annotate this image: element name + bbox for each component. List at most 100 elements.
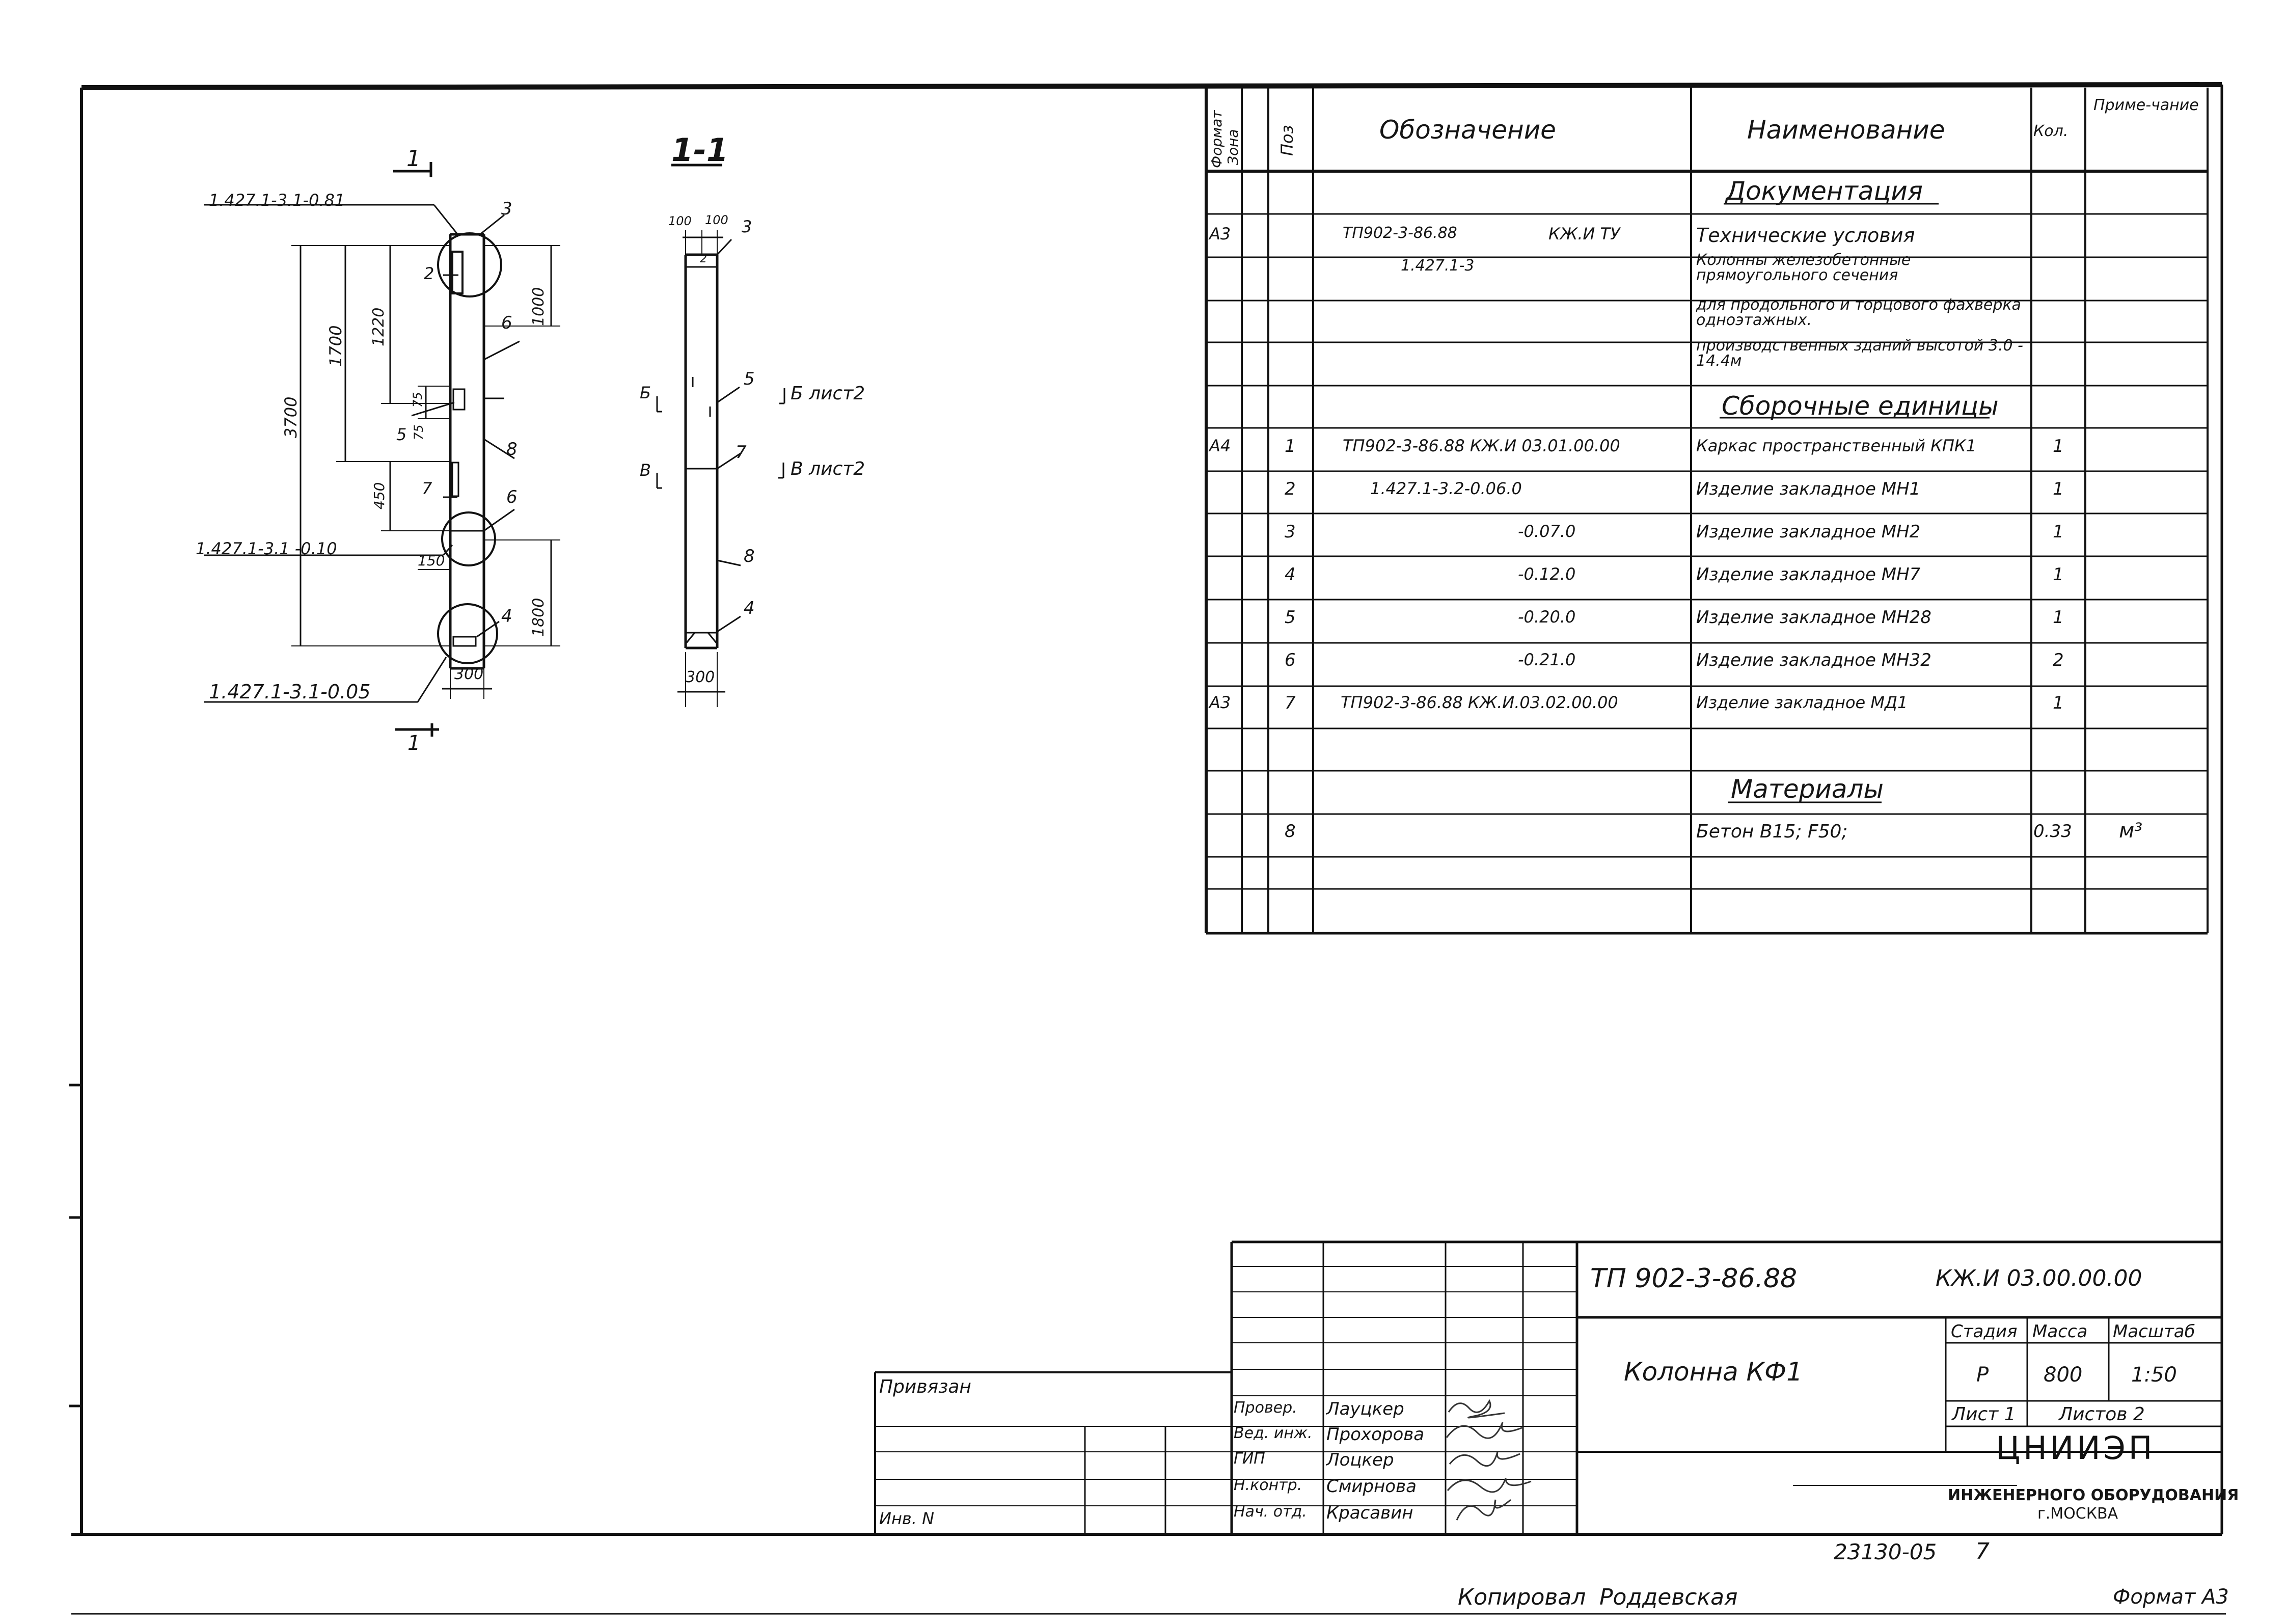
dim-1220: 1220 bbox=[370, 307, 388, 346]
dim-75b: 75 bbox=[412, 424, 426, 440]
section-marker-bottom: 1 bbox=[407, 732, 421, 755]
row-qty: 1 bbox=[2053, 479, 2064, 499]
hdr-designation: Обозначение bbox=[1379, 115, 1556, 145]
hdr-note: Приме-чание bbox=[2093, 96, 2199, 114]
tb-role: Провер. bbox=[1234, 1399, 1297, 1417]
row-designation: ТП902-3-86.88 bbox=[1343, 224, 1457, 242]
tb-person: Красавин bbox=[1326, 1503, 1413, 1523]
callout-005: 1.427.1-3.1-0.05 bbox=[209, 681, 371, 703]
row-qty: 0.33 bbox=[2033, 821, 2072, 842]
callout-081: 1.427.1-3.1-0.81 bbox=[209, 191, 345, 210]
row-name: Изделие закладное МН28 bbox=[1696, 607, 1931, 628]
hdr-pos: Поз bbox=[1277, 125, 1297, 156]
row-designation: 1.427.1-3 bbox=[1401, 257, 1475, 275]
frame-top-border bbox=[81, 82, 2222, 90]
row-designation: ТП902-3-86.88 КЖ.И.03.02.00.00 bbox=[1341, 693, 1618, 712]
dim-1000: 1000 bbox=[530, 287, 548, 326]
dim-450: 450 bbox=[371, 482, 388, 509]
row-designation: ТП902-3-86.88 КЖ.И 03.01.00.00 bbox=[1343, 436, 1620, 455]
page-number: 7 bbox=[1975, 1538, 1990, 1564]
spec-table-grid bbox=[1205, 88, 2209, 935]
tb-role: Вед. инж. bbox=[1234, 1424, 1313, 1442]
row-name: Изделие закладное МН7 bbox=[1696, 564, 1921, 585]
row-qty: 1 bbox=[2053, 693, 2064, 713]
section-docs: Документация bbox=[1726, 176, 1923, 206]
row-note: м³ bbox=[2119, 819, 2143, 843]
tb-person: Смирнова bbox=[1326, 1476, 1417, 1497]
row-format: А4 bbox=[1209, 436, 1231, 455]
title-block-grid bbox=[874, 1240, 2222, 1534]
row-format: А3 bbox=[1209, 224, 1231, 243]
mark-7: 7 bbox=[422, 479, 432, 498]
tb-person: Прохорова bbox=[1326, 1424, 1425, 1445]
dim-150: 150 bbox=[418, 552, 445, 569]
view-b-left: Б bbox=[640, 383, 651, 402]
org-name: ЦНИИЭП bbox=[1996, 1429, 2156, 1467]
row-pos: 8 bbox=[1285, 821, 1296, 842]
row-name: Изделие закладное МД1 bbox=[1696, 693, 1908, 712]
sec-dim-100a: 100 bbox=[668, 214, 692, 228]
row-format: А3 bbox=[1209, 693, 1231, 712]
dim-3700: 3700 bbox=[281, 396, 301, 438]
mark-6a: 6 bbox=[501, 313, 512, 333]
row-pos: 4 bbox=[1285, 564, 1296, 585]
row-qty: 1 bbox=[2053, 522, 2064, 542]
row-pos: 1 bbox=[1285, 436, 1296, 456]
row-pos: 2 bbox=[1285, 479, 1296, 499]
tb-person: Лауцкер bbox=[1326, 1399, 1404, 1419]
drawing-title: Колонна КФ1 bbox=[1624, 1357, 1803, 1387]
row-designation: -0.12.0 bbox=[1518, 564, 1576, 584]
mark-6b: 6 bbox=[506, 487, 518, 507]
stage-label: Стадия bbox=[1951, 1321, 2018, 1342]
sec-mark-5: 5 bbox=[744, 369, 755, 389]
row-name: Изделие закладное МН1 bbox=[1696, 479, 1921, 499]
row-pos: 7 bbox=[1285, 693, 1296, 713]
mark-8: 8 bbox=[506, 439, 518, 459]
row-name: для продольного и торцового фахверка одн… bbox=[1696, 296, 2021, 329]
row-name: Каркас пространственный КПК1 bbox=[1696, 436, 1976, 455]
row-qty: 1 bbox=[2053, 436, 2064, 456]
mark-3: 3 bbox=[501, 199, 512, 219]
sec-mark-8: 8 bbox=[744, 546, 755, 566]
sheets-label: Листов 2 bbox=[2059, 1404, 2145, 1425]
hdr-name: Наименование bbox=[1747, 115, 1945, 145]
row-designation-suffix: КЖ.И ТУ bbox=[1548, 224, 1620, 243]
row-name: Колонны железобетонные прямоугольного се… bbox=[1696, 251, 1911, 284]
copier-name: Роддевская bbox=[1599, 1584, 1738, 1610]
column-elevation bbox=[204, 162, 560, 737]
row-pos: 6 bbox=[1285, 650, 1296, 670]
doc-code-2: КЖ.И 03.00.00.00 bbox=[1936, 1265, 2142, 1291]
mark-4: 4 bbox=[501, 606, 512, 627]
hdr-qty: Кол. bbox=[2033, 122, 2069, 140]
row-designation: -0.20.0 bbox=[1518, 607, 1576, 627]
dim-300: 300 bbox=[454, 665, 484, 683]
tb-role: Н.контр. bbox=[1234, 1476, 1302, 1494]
mass-value: 800 bbox=[2044, 1363, 2083, 1387]
scale-label: Масштаб bbox=[2113, 1321, 2195, 1342]
section-title: 1-1 bbox=[671, 131, 729, 169]
tb-person: Лоцкер bbox=[1326, 1450, 1394, 1470]
row-name: Бетон В15; F50; bbox=[1696, 821, 1848, 842]
dim-1800: 1800 bbox=[530, 598, 548, 637]
dim-1700: 1700 bbox=[326, 325, 345, 367]
row-qty: 1 bbox=[2053, 607, 2064, 628]
row-pos: 5 bbox=[1285, 607, 1296, 628]
inv-label: Инв. N bbox=[879, 1509, 934, 1528]
row-name: производственных зданий высотой 3.0 - 14… bbox=[1696, 337, 2023, 370]
mass-label: Масса bbox=[2032, 1321, 2088, 1342]
row-qty: 1 bbox=[2053, 564, 2064, 585]
privyazan-label: Привязан bbox=[879, 1376, 971, 1397]
row-designation: 1.427.1-3.2-0.06.0 bbox=[1370, 479, 1522, 498]
scale-value: 1:50 bbox=[2131, 1363, 2177, 1387]
section-1-1 bbox=[656, 164, 785, 707]
archive-number: 23130-05 bbox=[1834, 1539, 1937, 1564]
view-b-ref: Б лист2 bbox=[791, 383, 865, 404]
section-materials: Материалы bbox=[1731, 774, 1884, 804]
hdr-zone: Зона bbox=[1224, 129, 1241, 165]
org-sub-2: г.МОСКВА bbox=[2037, 1505, 2118, 1523]
view-v-left: В bbox=[640, 461, 651, 480]
sec-dim-300: 300 bbox=[686, 668, 715, 686]
mark-5: 5 bbox=[396, 425, 407, 444]
doc-code: ТП 902-3-86.88 bbox=[1590, 1263, 1798, 1294]
section-assemblies: Сборочные единицы bbox=[1722, 391, 1999, 421]
